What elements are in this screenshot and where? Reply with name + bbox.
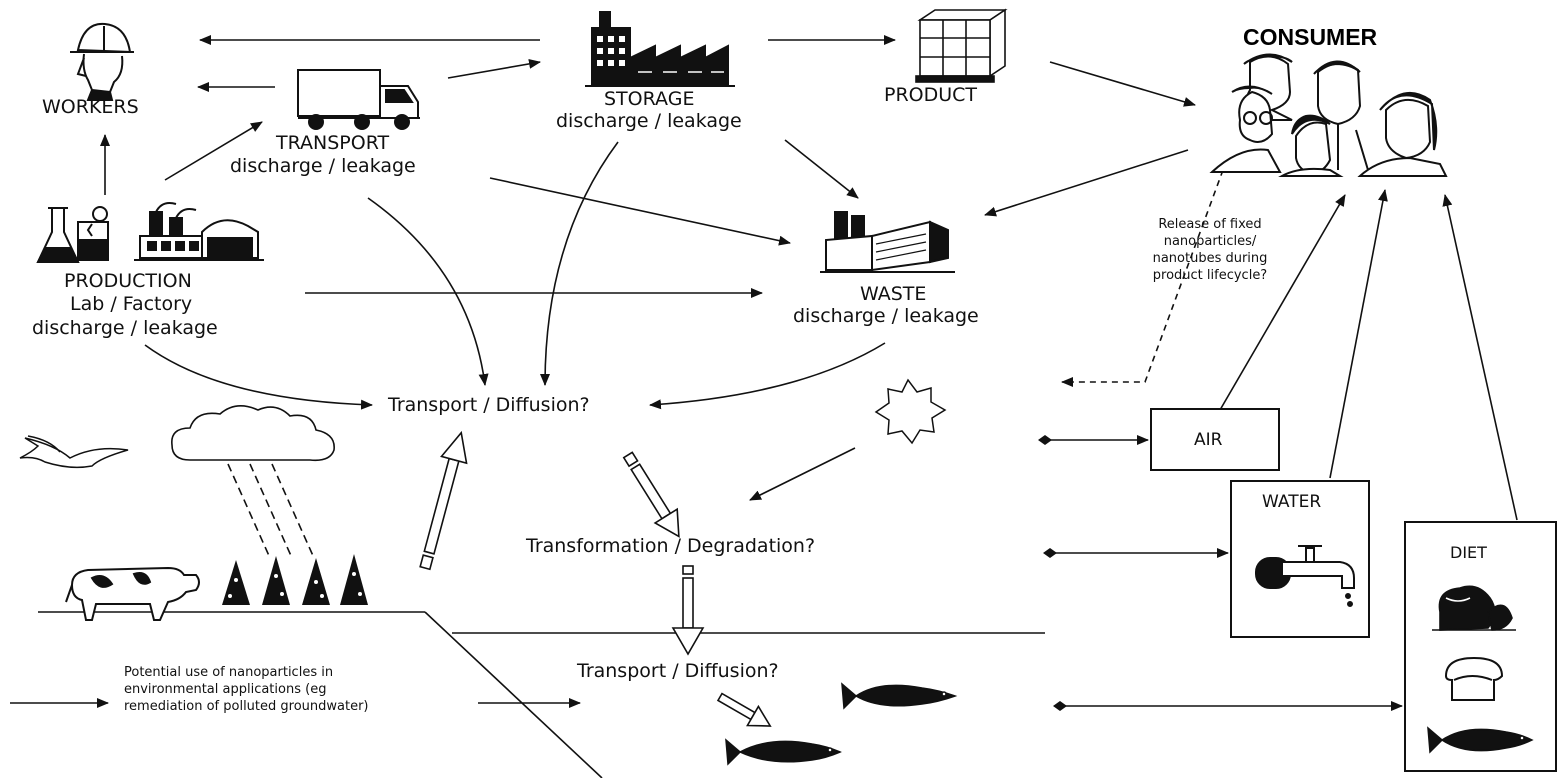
storage-sub: discharge / leakage bbox=[556, 110, 742, 132]
diet-label: DIET bbox=[1450, 543, 1487, 562]
hollow-arrow-diag bbox=[622, 451, 680, 538]
production-sub: discharge / leakage bbox=[32, 317, 218, 339]
truck-icon bbox=[297, 69, 420, 130]
sun-icon bbox=[874, 378, 947, 445]
dashed-arrow-release bbox=[1061, 169, 1224, 387]
workers-label: WORKERS bbox=[42, 96, 139, 118]
bird-icon bbox=[19, 435, 129, 469]
tap-icon bbox=[1255, 545, 1355, 607]
production-lab: Lab / Factory bbox=[70, 293, 193, 315]
ground-line bbox=[38, 611, 1045, 778]
production-title: PRODUCTION bbox=[64, 270, 192, 292]
bread-icon bbox=[1444, 656, 1504, 701]
consumer-title: CONSUMER bbox=[1243, 24, 1378, 50]
transport-diffusion-upper: Transport / Diffusion? bbox=[388, 394, 590, 416]
transport-diffusion-lower: Transport / Diffusion? bbox=[577, 660, 779, 682]
arrow-storage-to-diffusion bbox=[540, 141, 619, 386]
fish-icon bbox=[725, 682, 958, 766]
arrow-storage-to-waste bbox=[784, 139, 859, 199]
hollow-arrow-up bbox=[419, 430, 468, 571]
cow-icon bbox=[65, 566, 200, 621]
cloud-rain-icon bbox=[171, 405, 335, 559]
connector-arrows bbox=[10, 35, 1518, 711]
hollow-arrow-small bbox=[716, 692, 772, 727]
air-box: AIR bbox=[1150, 408, 1280, 471]
remediation-note: Potential use of nanoparticles in enviro… bbox=[124, 664, 369, 715]
factory-storage-icon bbox=[585, 11, 735, 87]
factory-icon bbox=[134, 202, 264, 261]
air-label: AIR bbox=[1194, 430, 1223, 450]
lab-flask-icon bbox=[36, 206, 109, 263]
arrow-production-to-transport bbox=[164, 121, 263, 181]
product-boxes-icon bbox=[915, 8, 1008, 83]
process-arrows bbox=[419, 430, 772, 727]
release-note-line: Release of fixed bbox=[1158, 217, 1262, 232]
waste-title: WASTE bbox=[860, 283, 927, 305]
waste-factory-icon bbox=[820, 211, 955, 273]
transport-title: TRANSPORT bbox=[276, 132, 390, 154]
remediation-note-line: environmental applications (eg bbox=[124, 682, 327, 697]
consumer-group-icon bbox=[1209, 53, 1448, 177]
release-note-line: product lifecycle? bbox=[1152, 268, 1268, 283]
release-note-line: nanotubes during bbox=[1152, 251, 1268, 266]
release-note-line: nanoparticles/ bbox=[1163, 234, 1257, 249]
arrow-sun-to-transformation bbox=[749, 447, 856, 501]
vegetables-icon bbox=[1432, 585, 1516, 631]
arrow-diet-to-consumer bbox=[1442, 194, 1518, 521]
transport-sub: discharge / leakage bbox=[230, 155, 416, 177]
arrow-water-to-consumer bbox=[1329, 189, 1388, 479]
arrow-air-to-consumer bbox=[1219, 194, 1346, 411]
arrow-production-to-diffusion bbox=[144, 344, 373, 410]
water-box: WATER bbox=[1230, 480, 1370, 638]
storage-title: STORAGE bbox=[604, 88, 695, 110]
arrow-transport-to-storage bbox=[447, 58, 541, 79]
transformation-degradation: Transformation / Degradation? bbox=[526, 535, 816, 557]
arrow-product-to-consumer bbox=[1049, 61, 1196, 107]
product-label: PRODUCT bbox=[884, 84, 978, 106]
remediation-note-line: Potential use of nanoparticles in bbox=[124, 665, 334, 680]
worker-icon bbox=[70, 22, 134, 101]
diet-box: DIET bbox=[1404, 521, 1557, 772]
arrow-consumer-to-waste bbox=[984, 149, 1189, 217]
arrow-transport-to-diffusion bbox=[367, 197, 489, 386]
arrow-waste-to-diffusion bbox=[649, 342, 886, 410]
fish-icon-diet bbox=[1427, 726, 1534, 754]
waste-sub: discharge / leakage bbox=[793, 305, 979, 327]
arrow-transport-to-waste bbox=[489, 177, 791, 246]
remediation-note-line: remediation of polluted groundwater) bbox=[124, 699, 369, 714]
hollow-arrow-down bbox=[671, 565, 705, 656]
trees-icon bbox=[222, 554, 368, 605]
release-note: Release of fixed nanoparticles/ nanotube… bbox=[1125, 216, 1295, 284]
water-label: WATER bbox=[1262, 492, 1322, 512]
